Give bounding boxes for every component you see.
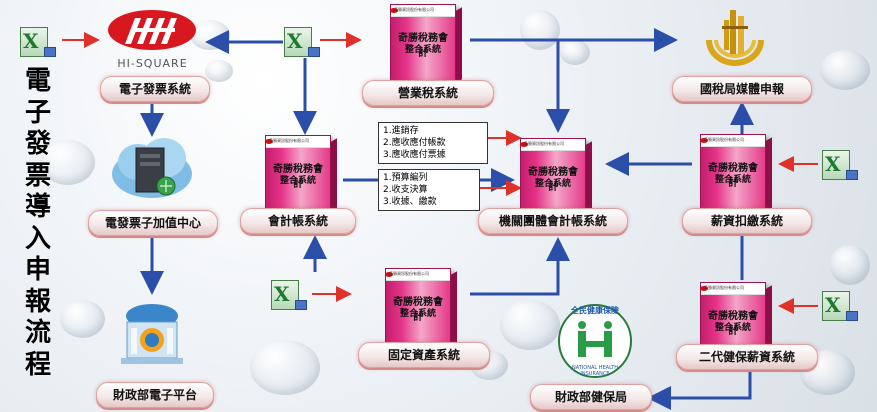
side-title-char: 導: [24, 192, 51, 222]
excel-icon: X: [822, 291, 858, 321]
label-business-tax: 營業稅系統: [362, 80, 494, 106]
product-box-accounting: 奇勝資訊股份有限公司 奇勝稅務會計整合系統: [265, 135, 337, 214]
side-title-char: 子: [24, 97, 51, 128]
label-mof-platform: 財政部電子平台: [96, 382, 214, 408]
nhi-logo: 全民健康保險 NATIONAL HEALTH INSURANCE: [540, 303, 650, 383]
side-title-char: 票: [24, 160, 51, 191]
side-title-char: 程: [24, 349, 51, 380]
nhi-chinese-name: 全民健康保險: [571, 306, 619, 315]
side-title: 電子發票導入申報流程: [22, 66, 54, 381]
side-title-char: 報: [24, 286, 51, 317]
label-fixed-asset: 固定資產系統: [358, 342, 490, 368]
side-title-char: 電: [24, 66, 51, 96]
label-einvoice-system: 電子發票系統: [100, 76, 210, 102]
excel-icon: X: [822, 150, 858, 180]
product-box-business-tax: 奇勝資訊股份有限公司 奇勝稅務會計整合系統: [390, 4, 462, 83]
excel-icon: X: [20, 27, 56, 57]
excel-icon: X: [271, 280, 307, 310]
water-drop: [205, 60, 233, 82]
water-drop: [500, 300, 560, 350]
product-box-payroll: 奇勝資訊股份有限公司 奇勝稅務會計整合系統: [700, 134, 772, 213]
water-drop: [250, 340, 320, 395]
side-title-char: 發: [24, 129, 51, 159]
water-drop: [40, 140, 95, 185]
label-org-accounting: 機關團體會計帳系統: [478, 208, 628, 234]
side-title-char: 申: [24, 255, 51, 285]
product-box-org-accounting: 奇勝資訊股份有限公司 奇勝稅務會計整合系統: [520, 138, 592, 217]
nhi-english-name: NATIONAL HEALTH INSURANCE: [571, 365, 619, 377]
nhi-seal-icon: [558, 304, 632, 378]
side-title-char: 入: [24, 223, 51, 254]
hisquare-logo: HI-SQUARE: [105, 8, 200, 70]
label-nhi-bureau: 財政部健保局: [530, 384, 652, 410]
tax-bureau-logo-icon: [700, 6, 770, 68]
arrow-fixed-to-org: [470, 237, 570, 296]
label-value-center: 電發票子加值中心: [88, 210, 218, 236]
water-drop: [560, 40, 590, 65]
label-nhi-payroll: 二代健保薪資系統: [676, 344, 818, 370]
arrow-nhi-to-healthbureau: [647, 368, 752, 410]
hisquare-mark-icon: [108, 10, 196, 50]
mof-building-icon: [113, 300, 191, 366]
excel-icon: X: [284, 27, 320, 57]
water-drop: [60, 300, 105, 338]
label-accounting: 會計帳系統: [240, 208, 356, 234]
water-drop: [520, 10, 560, 50]
water-drop: [830, 245, 870, 285]
label-tax-bureau: 國稅局媒體申報: [672, 76, 812, 102]
side-title-char: 流: [24, 318, 51, 348]
label-payroll: 薪資扣繳系統: [682, 208, 812, 234]
water-drop: [820, 50, 870, 90]
hisquare-text: HI-SQUARE: [117, 57, 188, 70]
product-box-fixed-asset: 奇勝資訊股份有限公司 奇勝稅務會計整合系統: [385, 268, 457, 347]
cloud-server-icon: [108, 134, 196, 202]
